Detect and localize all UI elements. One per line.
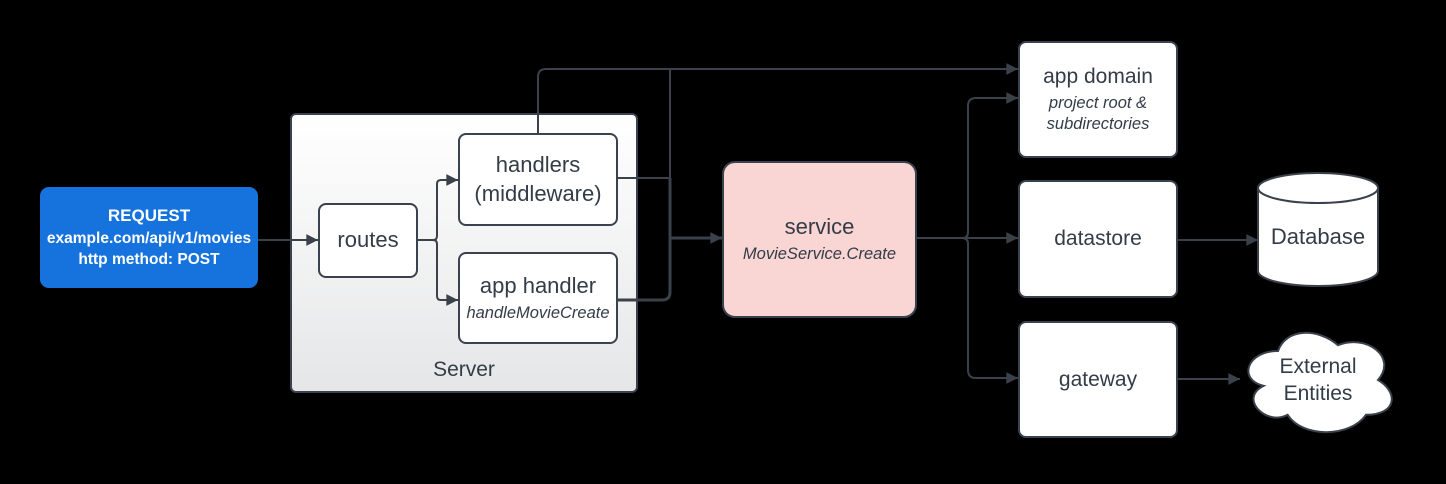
handlers-node: handlers (middleware) bbox=[458, 133, 618, 226]
request-url: example.com/api/v1/movies bbox=[46, 229, 252, 247]
handlers-label: handlers bbox=[495, 151, 581, 177]
routes-label: routes bbox=[337, 227, 399, 253]
app-domain-sublabel: project root & subdirectories bbox=[1046, 93, 1150, 134]
datastore-node: datastore bbox=[1018, 180, 1178, 298]
handlers-sublabel: (middleware) bbox=[474, 180, 602, 206]
request-http-method: http method: POST bbox=[78, 251, 220, 269]
app-handler-label: app handler bbox=[479, 272, 597, 298]
app-domain-node: app domain project root & subdirectories bbox=[1018, 41, 1178, 158]
database-label: Database bbox=[1270, 224, 1366, 250]
gateway-label: gateway bbox=[1058, 367, 1138, 391]
gateway-node: gateway bbox=[1018, 321, 1178, 438]
request-title: REQUEST bbox=[107, 205, 191, 225]
service-label: service bbox=[784, 214, 855, 240]
server-label: Server bbox=[433, 358, 495, 381]
app-handler-node: app handler handleMovieCreate bbox=[458, 252, 618, 344]
edge-service-to-app-domain bbox=[917, 92, 1018, 239]
service-node: service MovieService.Create bbox=[722, 161, 917, 318]
request-node: REQUEST example.com/api/v1/movies http m… bbox=[40, 187, 258, 288]
datastore-label: datastore bbox=[1054, 227, 1142, 251]
app-handler-function: handleMovieCreate bbox=[466, 303, 610, 322]
edge-service-to-gateway bbox=[917, 237, 1018, 384]
external-entities-label: External Entities bbox=[1279, 354, 1357, 405]
routes-node: routes bbox=[318, 203, 418, 278]
service-method: MovieService.Create bbox=[742, 245, 897, 264]
app-domain-label: app domain bbox=[1043, 65, 1153, 89]
